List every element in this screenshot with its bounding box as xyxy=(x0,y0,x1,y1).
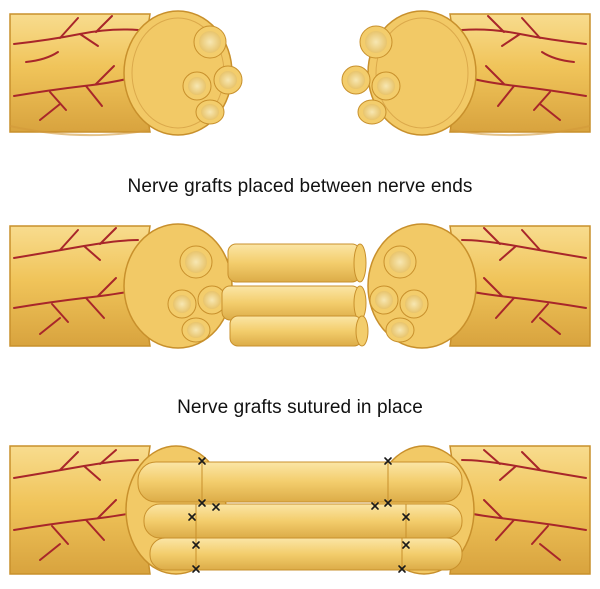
suture-knot-icon xyxy=(198,457,206,465)
fascicle xyxy=(179,245,213,279)
fascicle xyxy=(213,65,243,95)
nerve-grafts xyxy=(221,243,369,347)
caption-grafts-sutured: Nerve grafts sutured in place xyxy=(177,397,423,418)
graft xyxy=(227,243,367,283)
fascicle xyxy=(193,25,227,59)
suture-knot-icon xyxy=(192,541,200,549)
blood-vessels xyxy=(461,227,587,335)
suture-knot-icon xyxy=(402,513,410,521)
suture-knot-icon xyxy=(198,499,206,507)
graft xyxy=(137,461,463,503)
left-nerve-end xyxy=(9,10,243,137)
fascicle xyxy=(383,245,417,279)
fascicle xyxy=(167,289,197,319)
blood-vessels xyxy=(13,15,139,121)
graft xyxy=(229,315,369,347)
suture-knot-icon xyxy=(212,503,220,511)
blood-vessels xyxy=(461,449,587,561)
fascicle xyxy=(181,317,211,343)
suture-knot-icon xyxy=(188,513,196,521)
fascicle xyxy=(341,65,371,95)
suture-knot-icon xyxy=(371,502,379,510)
fascicle xyxy=(385,317,415,343)
fascicle xyxy=(197,285,227,315)
suture-knot-icon xyxy=(192,565,200,573)
graft xyxy=(221,285,367,321)
fascicle xyxy=(371,71,401,101)
fascicle xyxy=(359,25,393,59)
blood-vessels xyxy=(13,449,139,561)
right-nerve-end xyxy=(341,10,591,137)
graft xyxy=(143,503,463,539)
suture-knot-icon xyxy=(402,541,410,549)
fascicle xyxy=(182,71,212,101)
right-nerve-end xyxy=(367,223,591,349)
left-nerve-end xyxy=(9,223,233,349)
row-grafts-sutured xyxy=(9,445,591,575)
graft xyxy=(149,537,463,571)
fascicle xyxy=(195,99,225,125)
caption-grafts-placed: Nerve grafts placed between nerve ends xyxy=(127,176,473,197)
suture-knot-icon xyxy=(384,499,392,507)
sutured-grafts xyxy=(137,461,463,571)
fascicle xyxy=(369,285,399,315)
suture-knot-icon xyxy=(384,457,392,465)
suture-knot-icon xyxy=(398,565,406,573)
row-grafts-placed xyxy=(9,223,591,349)
row-nerve-ends xyxy=(9,10,591,137)
fascicle xyxy=(357,99,387,125)
fascicle xyxy=(399,289,429,319)
sutures xyxy=(188,457,410,573)
